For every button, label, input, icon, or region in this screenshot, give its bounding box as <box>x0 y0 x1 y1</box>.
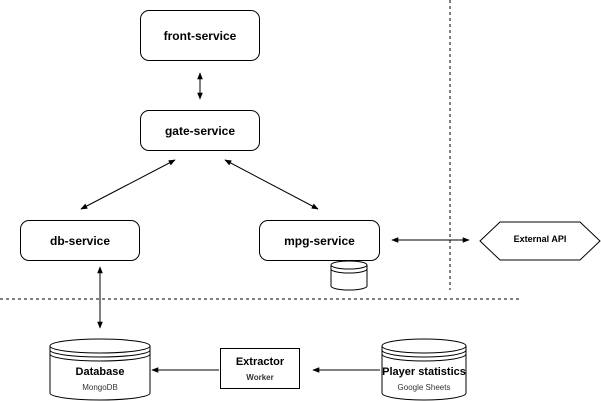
player-stats-subtitle: Google Sheets <box>397 383 451 392</box>
database-subtitle: MongoDB <box>82 383 118 392</box>
extractor-subtitle: Worker <box>246 372 274 382</box>
mpg-cache-cylinder <box>330 260 368 291</box>
gate-service-node[interactable]: gate-service <box>140 110 260 151</box>
front-service-node[interactable]: front-service <box>140 10 260 61</box>
gate-mpg-arrow <box>224 159 319 210</box>
gate-db-arrow <box>80 159 176 210</box>
player-stats-cylinder <box>381 338 467 401</box>
extractor-title: Extractor <box>235 355 285 368</box>
db-service-node[interactable]: db-service <box>20 220 140 261</box>
database-title: Database <box>75 366 125 378</box>
extractor-node[interactable]: Extractor Worker <box>220 348 300 389</box>
player-stats-title: Player statistics <box>382 366 466 378</box>
database-cylinder <box>49 338 151 401</box>
external-api-hexagon <box>479 221 601 261</box>
external-api-label: External API <box>513 234 567 244</box>
mpg-service-node[interactable]: mpg-service <box>259 220 380 261</box>
